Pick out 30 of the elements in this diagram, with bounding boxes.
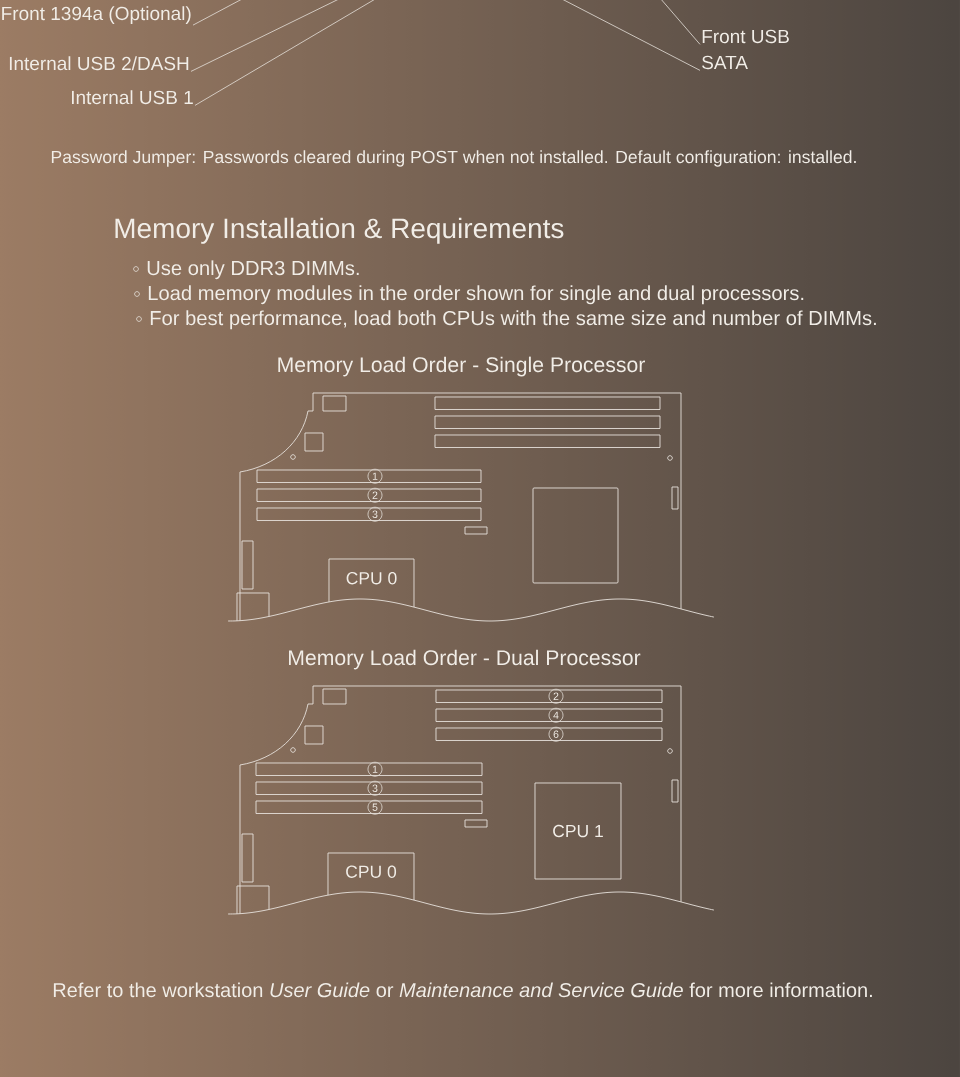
section-heading: Memory Installation & Requirements (115, 217, 564, 244)
memory-slot (434, 434, 661, 448)
leader-line (659, 0, 701, 45)
bullet-text: Load memory modules in the order shown for single and dual processors. (148, 285, 804, 305)
circled-number: 6 (548, 726, 564, 742)
callout-label: Front 1394a (Optional) (2, 6, 191, 24)
callout-label: Internal USB 2/DASH (9, 56, 189, 71)
bullet-text: Use only DDR3 DIMMs. (147, 260, 359, 280)
circled-number: 4 (548, 707, 564, 723)
note-text: Password Jumper: Passwords cleared during POST when not installed. Default configuration: installed. (51, 150, 856, 167)
circled-number: 3 (367, 780, 383, 796)
callout-label: Internal USB 1 (72, 90, 193, 105)
callout-label: SATA (702, 55, 748, 70)
circled-number: 3 (367, 506, 383, 522)
circled-number: 2 (367, 487, 383, 503)
callout-label: Front USB (702, 29, 789, 44)
diagram-heading: Memory Load Order - Dual Processor (289, 649, 641, 670)
memory-slot (434, 415, 661, 429)
cpu-socket: CPU 0 (327, 852, 415, 901)
circled-number: 5 (367, 799, 383, 815)
circled-number: 2 (548, 688, 564, 704)
circled-number: 1 (367, 468, 383, 484)
bullet-text: For best performance, load both CPUs with the same size and number of DIMMs. (150, 310, 876, 330)
cpu-socket: CPU 1 (534, 782, 622, 880)
circled-number: 1 (367, 761, 383, 777)
memory-slot (434, 396, 661, 410)
cpu-socket (532, 487, 619, 584)
footnote-text: Refer to the workstation User Guide or Maintenance and Service Guide for more information. (53, 982, 872, 998)
cpu-socket: CPU 0 (328, 558, 415, 608)
diagram-heading: Memory Load Order - Single Processor (278, 356, 645, 377)
